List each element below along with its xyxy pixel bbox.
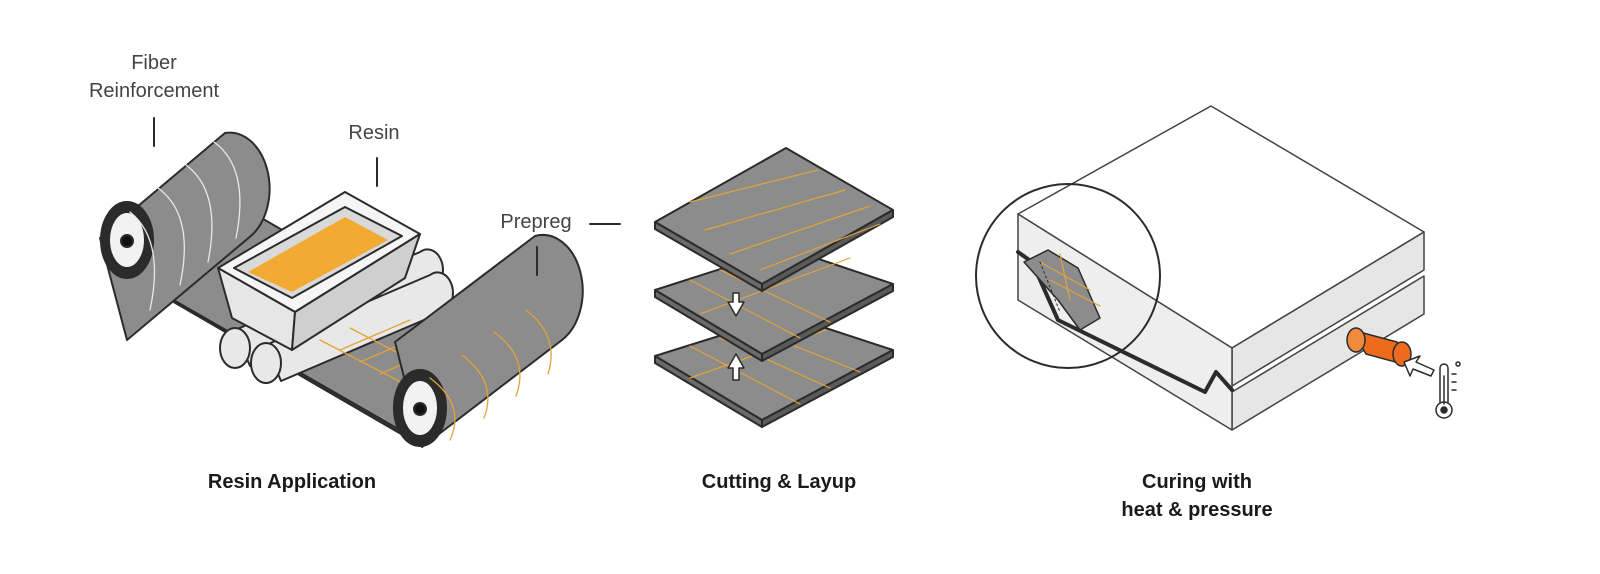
fiber-label-line1: Fiber xyxy=(131,52,177,74)
cursor-arrow-icon xyxy=(1403,355,1435,377)
caption-curing-line1: Curing with xyxy=(1142,471,1252,493)
resin-label: Resin xyxy=(348,122,400,144)
cutting-layup-stage xyxy=(589,147,894,428)
prepreg-sheet-bottom xyxy=(654,314,894,428)
prepreg-sheet-top xyxy=(654,147,894,292)
curing-stage xyxy=(975,105,1461,431)
arrow-up-icon xyxy=(727,353,745,381)
arrow-down-icon xyxy=(727,292,745,317)
heater-rod xyxy=(1346,327,1412,367)
fiber-label-line2: Reinforcement xyxy=(88,80,220,102)
caption-curing-line2: heat & pressure xyxy=(1121,499,1273,521)
prepreg-roller xyxy=(393,233,584,448)
resin-pool xyxy=(248,217,388,292)
prepreg-label: Prepreg xyxy=(500,211,572,233)
prepreg-sheet-middle xyxy=(654,247,894,362)
thermometer-icon xyxy=(1435,361,1461,419)
caption-cutting-layup: Cutting & Layup xyxy=(701,471,857,493)
detail-magnifier xyxy=(975,183,1161,369)
fiber-roller xyxy=(99,131,271,341)
resin-application-stage xyxy=(99,117,584,448)
caption-resin-application: Resin Application xyxy=(207,471,377,493)
resin-trough xyxy=(217,191,421,351)
